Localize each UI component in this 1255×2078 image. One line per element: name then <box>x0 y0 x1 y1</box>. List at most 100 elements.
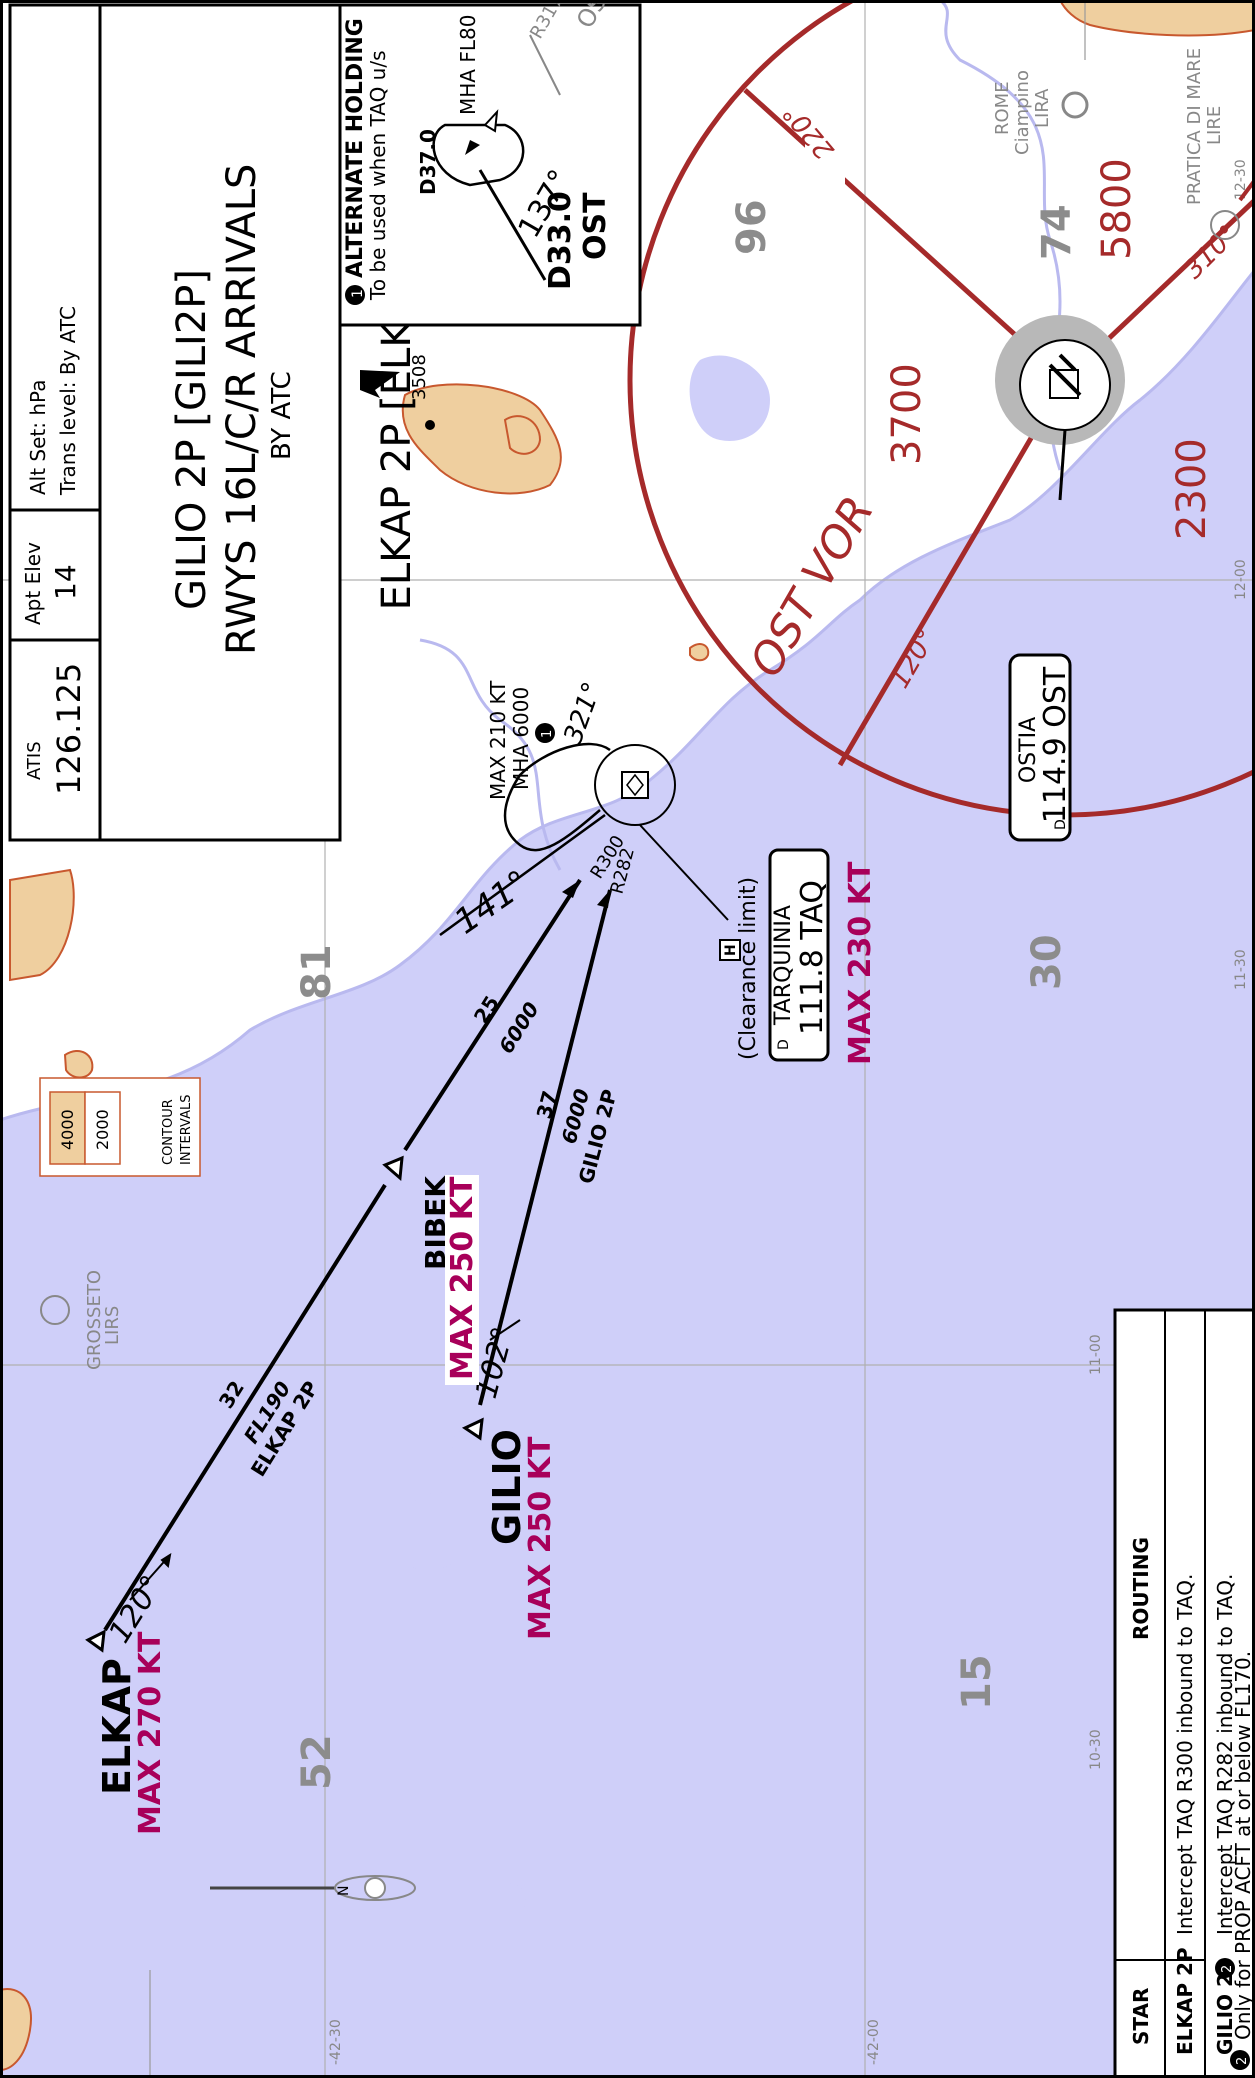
bibek-fix-icon <box>382 1155 404 1182</box>
taq-d: D <box>776 1039 792 1050</box>
bibek-taq-route <box>403 878 582 1152</box>
alt-hold-radial-arrow <box>529 34 561 96</box>
apt-elev-value: 14 <box>49 564 82 600</box>
table-header-routing: ROUTING <box>1129 1537 1153 1640</box>
grid-label-lat: -42-30 <box>328 2019 344 2065</box>
table-header-star: STAR <box>1129 1988 1153 2045</box>
taq-inbound-leg <box>439 813 606 937</box>
rome-sub: Ciampino <box>1012 70 1033 155</box>
elkap-bibek-route <box>103 1183 387 1632</box>
north-label: N <box>336 1886 352 1896</box>
alt-hold-title: ALTERNATE HOLDING <box>343 18 368 278</box>
terrain-area <box>1058 0 1255 37</box>
taq-hold-mha: MHA 6000 <box>509 687 533 790</box>
arrow-icon <box>597 890 610 908</box>
grid-number: 96 <box>729 199 775 255</box>
ostia-vor-box: D OSTIA 114.9 OST <box>1008 653 1073 842</box>
table-row-star: ELKAP 2P <box>1173 1947 1197 2055</box>
alt-set: Alt Set: hPa <box>26 380 50 495</box>
taq-h: H <box>723 944 739 956</box>
msa-value: 5800 <box>1094 158 1140 260</box>
gilio-name: GILIO <box>485 1429 529 1545</box>
grid-label-lat: -42-00 <box>866 2019 882 2065</box>
speed-label-bg <box>445 1175 479 1385</box>
table-row-routing: Intercept TAQ R282 inbound to TAQ. <box>1213 1574 1237 1935</box>
terrain-area <box>401 383 562 495</box>
bibek-speed: MAX 250 KT <box>445 1176 480 1380</box>
taq-hold-note: 1 <box>540 730 555 738</box>
grid-number: 15 <box>954 1654 1000 1710</box>
taq-compass-rose <box>594 744 676 826</box>
taq-vor-box: H (Clearance limit) D TARQUINIA 111.8 TA… <box>719 848 878 1065</box>
grid-number: 52 <box>294 1734 340 1790</box>
terrain-area <box>689 643 710 662</box>
header-box <box>8 3 342 842</box>
contour-upper: 4000 <box>58 1109 77 1150</box>
taq-dme-icon <box>626 773 644 797</box>
msa-value: 2300 <box>1169 438 1215 540</box>
grid-number: 81 <box>294 944 340 1000</box>
gilio-taq-route <box>478 889 612 1406</box>
island <box>452 1427 516 1484</box>
taq-hold-speed: MAX 210 KT <box>486 680 510 800</box>
elkap-name: ELKAP <box>95 1658 139 1795</box>
grosseto-icao: LIRS <box>102 1306 123 1345</box>
taq-name: TARQUINIA <box>771 905 796 1026</box>
grid-label-lon: 11-30 <box>1233 949 1249 990</box>
taq-holding-racetrack <box>503 742 611 852</box>
alt-hold-d33: D33.0 <box>543 191 578 290</box>
ostia-leader <box>1058 429 1067 501</box>
footnote-text: Only for PROP ACFT at or below FL170. <box>1231 1651 1255 2040</box>
rome-icao: LIRA <box>1032 88 1053 128</box>
contour-label-2: INTERVALS <box>179 1095 194 1165</box>
arrow-icon <box>483 109 499 133</box>
lake <box>689 355 770 441</box>
taq-clearance: (Clearance limit) <box>736 877 761 1060</box>
peak-elevation: 3508 <box>409 354 430 400</box>
alt-hold-racetrack <box>432 123 525 187</box>
arrow-icon <box>562 880 580 898</box>
river <box>419 638 562 871</box>
runway-symbol <box>1048 353 1082 397</box>
grid-label-lon: 12-00 <box>1233 559 1249 600</box>
arrow-icon <box>465 140 480 155</box>
peak-dot <box>425 420 435 430</box>
sector-label-bg <box>805 125 845 195</box>
terrain-area <box>9 868 75 982</box>
grid-number: 30 <box>1024 934 1070 990</box>
obstacle-icon <box>360 370 400 398</box>
msa-value: 3700 <box>884 363 930 465</box>
atis-label: ATIS <box>24 741 45 780</box>
contour-label-1: CONTOUR <box>161 1099 176 1165</box>
alt-hold-mha: MHA FL80 <box>456 15 480 115</box>
taq-freq: 111.8 TAQ <box>795 880 830 1035</box>
title-line3: RWYS 16L/C/R ARRIVALS <box>219 164 265 655</box>
table-row-routing: Intercept TAQ R300 inbound to TAQ. <box>1173 1574 1197 1935</box>
alt-hold-dme: D37.0 <box>416 129 440 195</box>
contour-lower: 2000 <box>93 1109 112 1150</box>
elkap-speed: MAX 270 KT <box>133 1631 168 1835</box>
taq-speed: MAX 230 KT <box>843 861 878 1065</box>
pratica-icao: LIRE <box>1204 106 1225 145</box>
alt-hold-note-num: 1 <box>350 289 366 298</box>
ost-compass-rose <box>1019 339 1111 431</box>
course-arrow <box>489 1319 521 1341</box>
ost-vor-symbol <box>1049 369 1079 399</box>
gilio-speed: MAX 250 KT <box>523 1436 558 1640</box>
pratica-name: PRATICA DI MARE <box>1184 48 1205 205</box>
north-arrow: N <box>210 1875 416 1901</box>
trans-level: Trans level: By ATC <box>56 306 80 496</box>
rome-airport-icon <box>1061 91 1089 119</box>
elkap-fix-icon <box>85 1629 106 1653</box>
sea-area <box>0 270 1255 2078</box>
atis-frequency: 126.125 <box>50 663 88 795</box>
grid-label-lon: 10-30 <box>1088 1729 1104 1770</box>
title-line2: GILIO 2P [GILI2P] <box>169 269 215 610</box>
grid-ticks <box>149 0 1086 2078</box>
grosseto-name: GROSSETO <box>84 1270 105 1370</box>
ostia-d: D <box>1053 819 1069 830</box>
grid-min-numbers: 96 74 81 30 52 15 <box>294 199 1080 1790</box>
alt-hold-subtitle: To be used when TAQ u/s <box>366 50 390 301</box>
